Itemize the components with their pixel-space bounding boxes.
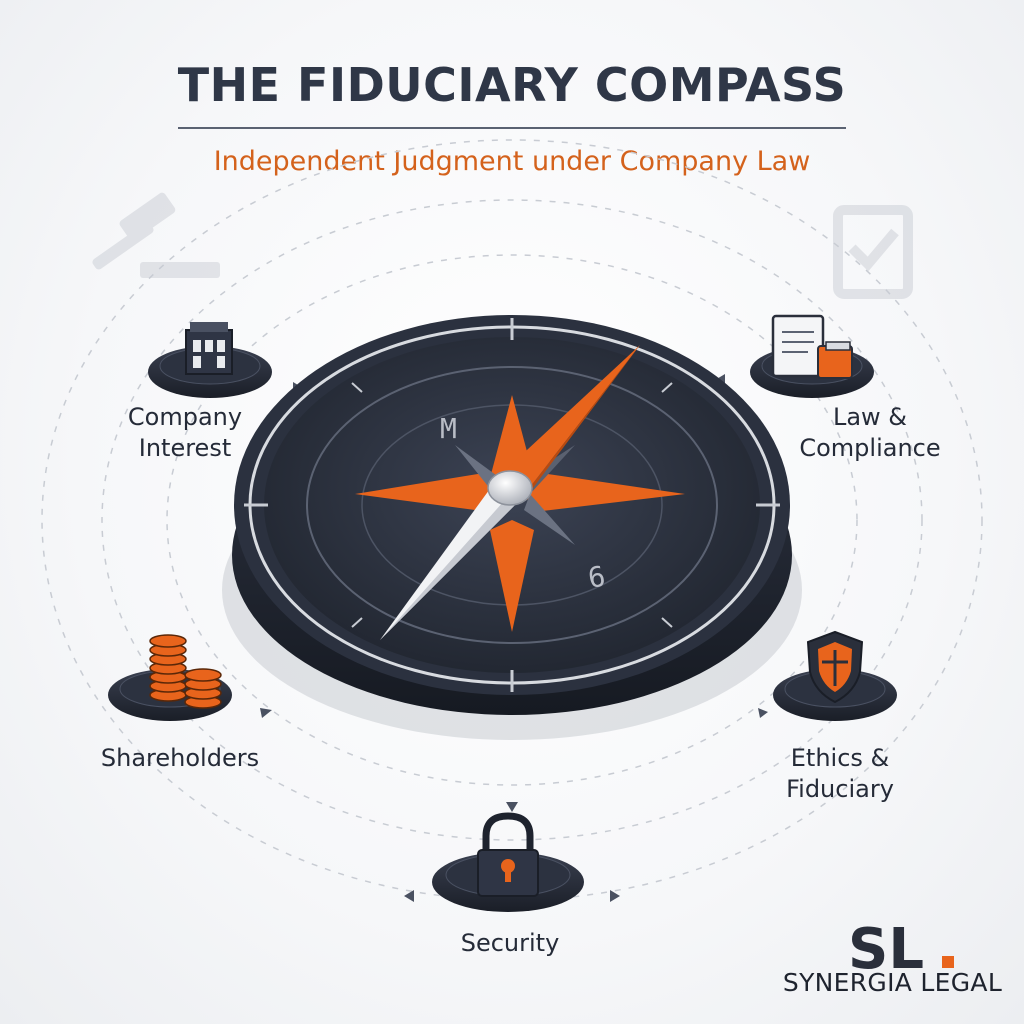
law-compliance-node	[750, 314, 874, 398]
building-icon	[185, 322, 233, 375]
synergia-legal-logo: SL	[848, 918, 954, 974]
shareholders-label: Shareholders	[100, 744, 260, 772]
title-divider	[178, 127, 846, 129]
page-subtitle: Independent Judgment under Company Law	[213, 146, 811, 177]
document-icon	[771, 314, 853, 379]
compass-body	[232, 315, 792, 715]
ethics-fiduciary-node	[773, 630, 897, 721]
shareholders-node	[108, 634, 232, 721]
gavel-watermark-icon	[92, 192, 220, 278]
law-compliance-label: Law & Compliance	[799, 403, 941, 462]
padlock-icon	[477, 812, 539, 897]
company-interest-label: Company Interest	[127, 403, 243, 462]
ethics-fiduciary-label: Ethics & Fiduciary	[786, 744, 894, 803]
logo-letters: SL	[848, 918, 924, 974]
brand-name: SYNERGIA LEGAL	[782, 968, 1003, 997]
compass-ticks	[244, 318, 780, 692]
dial-numeral: 6	[585, 559, 607, 594]
compass-needle	[380, 345, 640, 640]
coin-stack-icon	[149, 634, 222, 709]
logo-dot	[942, 956, 954, 968]
orbit-rings	[41, 139, 983, 901]
security-label: Security	[460, 929, 560, 957]
security-node	[432, 812, 584, 912]
page-title: THE FIDUCIARY COMPASS	[177, 58, 847, 112]
checklist-watermark-icon	[833, 205, 913, 299]
company-interest-node	[148, 322, 272, 398]
dial-letter: M	[440, 412, 457, 445]
shield-icon	[806, 630, 864, 704]
